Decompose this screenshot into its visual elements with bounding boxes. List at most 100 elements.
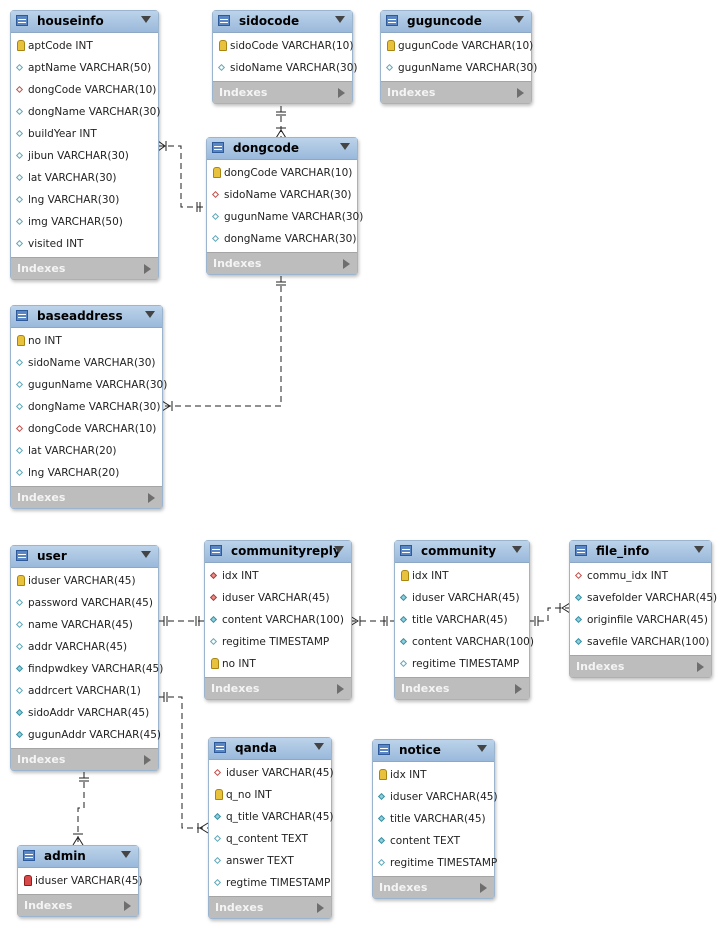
column-row[interactable]: idx INT <box>373 764 494 786</box>
collapse-arrow-icon[interactable] <box>694 546 704 553</box>
column-row[interactable]: dongCode VARCHAR(10) <box>207 162 357 184</box>
indexes-section[interactable]: Indexes <box>395 677 529 699</box>
column-row[interactable]: q_content TEXT <box>209 828 331 850</box>
expand-arrow-icon[interactable] <box>337 684 344 694</box>
column-row[interactable]: answer TEXT <box>209 850 331 872</box>
table-header[interactable]: admin <box>18 846 138 868</box>
table-header[interactable]: houseinfo <box>11 11 158 33</box>
column-row[interactable]: jibun VARCHAR(30) <box>11 145 158 167</box>
table-header[interactable]: communityreply <box>205 541 351 563</box>
column-row[interactable]: regitime TIMESTAMP <box>395 653 529 675</box>
column-row[interactable]: addrcert VARCHAR(1) <box>11 680 158 702</box>
collapse-arrow-icon[interactable] <box>314 743 324 750</box>
table-header[interactable]: file_info <box>570 541 711 563</box>
column-row[interactable]: addr VARCHAR(45) <box>11 636 158 658</box>
indexes-section[interactable]: Indexes <box>373 876 494 898</box>
expand-arrow-icon[interactable] <box>144 264 151 274</box>
column-row[interactable]: iduser VARCHAR(45) <box>395 587 529 609</box>
column-row[interactable]: content VARCHAR(100) <box>395 631 534 653</box>
column-row[interactable]: gugunAddr VARCHAR(45) <box>11 724 161 746</box>
collapse-arrow-icon[interactable] <box>141 16 151 23</box>
indexes-section[interactable]: Indexes <box>209 896 331 918</box>
column-row[interactable]: password VARCHAR(45) <box>11 592 158 614</box>
column-row[interactable]: q_title VARCHAR(45) <box>209 806 334 828</box>
column-row[interactable]: aptName VARCHAR(50) <box>11 57 158 79</box>
column-row[interactable]: idx INT <box>395 565 529 587</box>
column-row[interactable]: gugunName VARCHAR(30) <box>207 206 363 228</box>
column-row[interactable]: sidoName VARCHAR(30) <box>207 184 357 206</box>
column-row[interactable]: lng VARCHAR(20) <box>11 462 162 484</box>
collapse-arrow-icon[interactable] <box>340 143 350 150</box>
table-header[interactable]: user <box>11 546 158 568</box>
expand-arrow-icon[interactable] <box>343 259 350 269</box>
column-row[interactable]: idx INT <box>205 565 351 587</box>
column-row[interactable]: sidoCode VARCHAR(10) <box>213 35 353 57</box>
collapse-arrow-icon[interactable] <box>514 16 524 23</box>
indexes-section[interactable]: Indexes <box>381 81 531 103</box>
column-row[interactable]: name VARCHAR(45) <box>11 614 158 636</box>
column-row[interactable]: gugunName VARCHAR(30) <box>11 374 167 396</box>
column-row[interactable]: no INT <box>11 330 162 352</box>
column-row[interactable]: content VARCHAR(100) <box>205 609 351 631</box>
table-header[interactable]: baseaddress <box>11 306 162 328</box>
expand-arrow-icon[interactable] <box>697 662 704 672</box>
column-row[interactable]: regitime TIMESTAMP <box>373 852 497 874</box>
collapse-arrow-icon[interactable] <box>335 16 345 23</box>
column-row[interactable]: title VARCHAR(45) <box>373 808 494 830</box>
column-row[interactable]: gugunCode VARCHAR(10) <box>381 35 533 57</box>
column-row[interactable]: iduser VARCHAR(45) <box>209 762 334 784</box>
column-row[interactable]: iduser VARCHAR(45) <box>11 570 158 592</box>
collapse-arrow-icon[interactable] <box>477 745 487 752</box>
expand-arrow-icon[interactable] <box>144 755 151 765</box>
table-header[interactable]: community <box>395 541 529 563</box>
column-row[interactable]: sidoName VARCHAR(30) <box>11 352 162 374</box>
expand-arrow-icon[interactable] <box>317 903 324 913</box>
column-row[interactable]: findpwdkey VARCHAR(45) <box>11 658 163 680</box>
expand-arrow-icon[interactable] <box>338 88 345 98</box>
indexes-section[interactable]: Indexes <box>11 257 158 279</box>
column-row[interactable]: content TEXT <box>373 830 494 852</box>
column-row[interactable]: originfile VARCHAR(45) <box>570 609 711 631</box>
column-row[interactable]: lat VARCHAR(30) <box>11 167 158 189</box>
collapse-arrow-icon[interactable] <box>512 546 522 553</box>
column-row[interactable]: img VARCHAR(50) <box>11 211 158 233</box>
column-row[interactable]: commu_idx INT <box>570 565 711 587</box>
table-header[interactable]: qanda <box>209 738 331 760</box>
table-header[interactable]: guguncode <box>381 11 531 33</box>
column-row[interactable]: dongCode VARCHAR(10) <box>11 418 162 440</box>
column-row[interactable]: aptCode INT <box>11 35 158 57</box>
column-row[interactable]: dongCode VARCHAR(10) <box>11 79 158 101</box>
column-row[interactable]: dongName VARCHAR(30) <box>11 101 160 123</box>
indexes-section[interactable]: Indexes <box>213 81 352 103</box>
indexes-section[interactable]: Indexes <box>207 252 357 274</box>
column-row[interactable]: iduser VARCHAR(45) <box>18 870 143 892</box>
collapse-arrow-icon[interactable] <box>141 551 151 558</box>
column-row[interactable]: gugunName VARCHAR(30) <box>381 57 537 79</box>
expand-arrow-icon[interactable] <box>480 883 487 893</box>
expand-arrow-icon[interactable] <box>515 684 522 694</box>
column-row[interactable]: regtime TIMESTAMP <box>209 872 331 894</box>
table-header[interactable]: sidocode <box>213 11 352 33</box>
expand-arrow-icon[interactable] <box>124 901 131 911</box>
column-row[interactable]: buildYear INT <box>11 123 158 145</box>
collapse-arrow-icon[interactable] <box>145 311 155 318</box>
column-row[interactable]: sidoAddr VARCHAR(45) <box>11 702 158 724</box>
indexes-section[interactable]: Indexes <box>18 894 138 916</box>
table-header[interactable]: dongcode <box>207 138 357 160</box>
column-row[interactable]: sidoName VARCHAR(30) <box>213 57 358 79</box>
table-header[interactable]: notice <box>373 740 494 762</box>
indexes-section[interactable]: Indexes <box>11 748 158 770</box>
column-row[interactable]: iduser VARCHAR(45) <box>205 587 351 609</box>
